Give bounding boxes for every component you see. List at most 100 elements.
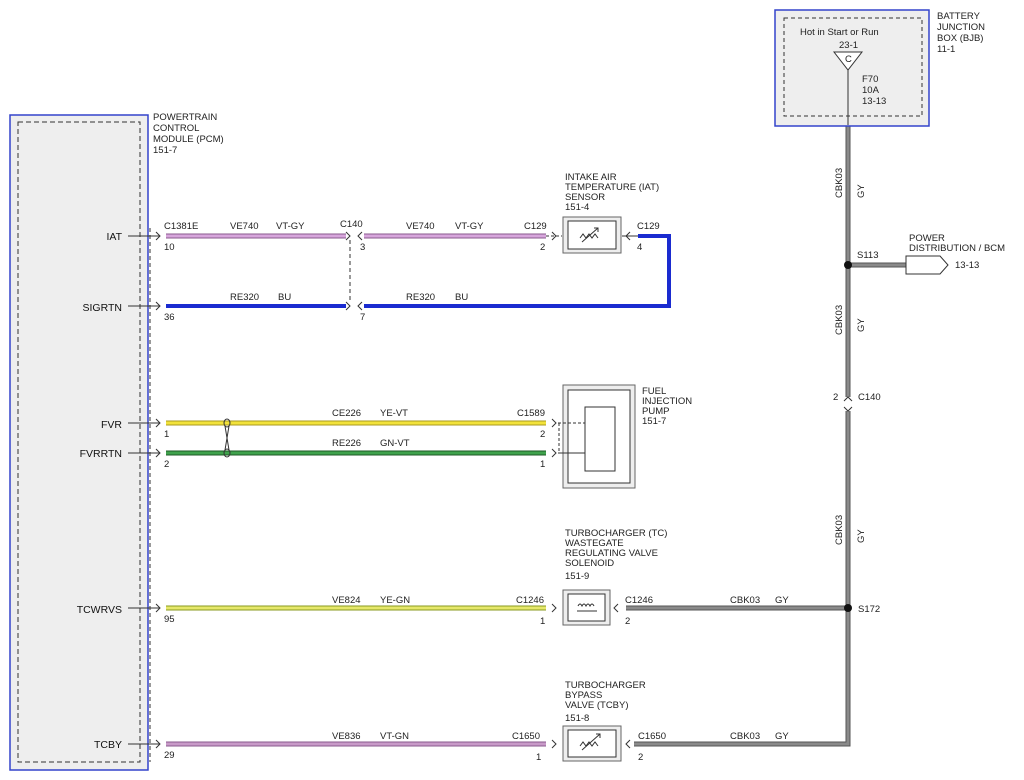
signal-fvrrtn: FVRRTN	[80, 448, 122, 460]
wire-sigrtn	[166, 234, 671, 308]
connector-c129-left-pin: 2	[540, 242, 545, 253]
signal-iat: IAT	[106, 231, 122, 243]
connector-c140-vertical	[843, 396, 853, 412]
connector-c1589-pin2: 2	[540, 429, 545, 440]
wire-tcw-circuit: VE824	[332, 595, 361, 606]
tc-solenoid-label-5: 151-9	[565, 571, 589, 582]
wire-fvrrtn-circuit: RE226	[332, 438, 361, 449]
wire-iat-b-circuit: VE740	[406, 221, 435, 232]
tcby-valve	[551, 725, 631, 762]
splice-s172	[844, 604, 852, 612]
wire-fvr-color: YE-VT	[380, 408, 408, 419]
fuel-pump-label-4: 151-7	[642, 416, 666, 427]
wire-tcby-color: VT-GN	[380, 731, 409, 742]
connector-c140-label: C140	[340, 219, 363, 230]
connector-c140-inline	[345, 231, 363, 311]
tc-solenoid-label-2: WASTEGATE	[565, 538, 624, 549]
connector-c140-pin3: 3	[360, 242, 365, 253]
splice-s113-label: S113	[857, 250, 878, 261]
wire-iat-a-circuit: VE740	[230, 221, 259, 232]
wire-tcw-pwr-circuit: CBK03	[730, 595, 760, 606]
splice-s113	[844, 255, 949, 275]
pcm-pin-tcby: 29	[164, 750, 175, 761]
connector-c140-right-pin: 2	[833, 392, 838, 403]
wire-tcw-pwr-color: GY	[775, 595, 789, 606]
signal-tcwrvs: TCWRVS	[77, 604, 122, 616]
wire-sig-b-circuit: RE320	[406, 292, 435, 303]
connector-c1246-right-label: C1246	[625, 595, 653, 606]
iat-sensor	[546, 216, 638, 254]
bjb-hot-ref: 23-1	[839, 40, 858, 51]
connector-c129-right-pin: 4	[637, 242, 642, 253]
wire-vert1-color: GY	[856, 184, 867, 198]
svg-text:CONTROL: CONTROL	[153, 123, 199, 134]
connector-c1246-right-pin: 2	[625, 616, 630, 627]
svg-text:MODULE (PCM): MODULE (PCM)	[153, 134, 224, 145]
pcm-pin-iat: 10	[164, 242, 175, 253]
power-dist-label-1: POWER	[909, 233, 945, 244]
wire-sig-a-circuit: RE320	[230, 292, 259, 303]
wire-vert1-circuit: CBK03	[834, 168, 845, 198]
wire-fvrrtn-color: GN-VT	[380, 438, 410, 449]
fuel-pump-label-1: FUEL	[642, 386, 666, 397]
tc-solenoid-label-3: REGULATING VALVE	[565, 548, 658, 559]
wire-tcby-pwr-circuit: CBK03	[730, 731, 760, 742]
wire-vert3-color: GY	[856, 529, 867, 543]
wire-sig-a-color: BU	[278, 292, 291, 303]
connector-c1589-label: C1589	[517, 408, 545, 419]
bjb-label-4: 11-1	[937, 44, 955, 55]
tcby-label-2: BYPASS	[565, 690, 602, 701]
wire-fvr-circuit: CE226	[332, 408, 361, 419]
tc-wastegate-solenoid	[551, 589, 619, 626]
tcby-label-4: 151-8	[565, 713, 589, 724]
wire-iat-b-color: VT-GY	[455, 221, 484, 232]
tc-solenoid-label-4: SOLENOID	[565, 558, 614, 569]
splice-s172-label: S172	[858, 604, 880, 615]
signal-sigrtn: SIGRTN	[83, 302, 122, 314]
connector-c140-right-label: C140	[858, 392, 881, 403]
bjb-hot-label: Hot in Start or Run	[800, 27, 879, 38]
svg-text:POWERTRAIN: POWERTRAIN	[153, 112, 217, 123]
connector-c1650-left-pin: 1	[536, 752, 541, 763]
wire-tcby-power	[634, 608, 851, 747]
pcm-pin-fvr: 1	[164, 429, 169, 440]
pcm-pin-tcwrvs: 95	[164, 614, 175, 625]
connector-c1650-right-label: C1650	[638, 731, 666, 742]
wire-tcby-circuit: VE836	[332, 731, 361, 742]
fuel-pump-label-3: PUMP	[642, 406, 669, 417]
connector-c1246-left-label: C1246	[516, 595, 544, 606]
battery-junction-box	[774, 9, 930, 127]
connector-c1589-pin1: 1	[540, 459, 545, 470]
fuse-f70-label: F70	[862, 74, 878, 85]
bjb-label-2: JUNCTION	[937, 22, 985, 33]
twisted-pair-marker	[223, 418, 231, 458]
fuse-ref: 13-13	[862, 96, 886, 107]
wire-tcby-pwr-color: GY	[775, 731, 789, 742]
power-dist-ref: 13-13	[955, 260, 979, 271]
wire-vert2-circuit: CBK03	[834, 305, 845, 335]
connector-c140-pin7: 7	[360, 312, 365, 323]
wire-vert3-circuit: CBK03	[834, 515, 845, 545]
signal-fvr: FVR	[101, 419, 122, 431]
iat-sensor-label-1: INTAKE AIR	[565, 172, 617, 183]
connector-c1381e-label: C1381E	[164, 221, 198, 232]
bjb-fuse-letter: C	[845, 54, 852, 65]
connector-c1650-left-label: C1650	[512, 731, 540, 742]
iat-sensor-label-4: 151-4	[565, 202, 589, 213]
pcm-label: POWERTRAIN CONTROL MODULE (PCM) 151-7	[153, 112, 224, 156]
connector-c1246-left-pin: 1	[540, 616, 545, 627]
pcm-pin-sigrtn: 36	[164, 312, 175, 323]
iat-sensor-label-2: TEMPERATURE (IAT)	[565, 182, 659, 193]
wire-sig-b-color: BU	[455, 292, 468, 303]
wire-tcw-color: YE-GN	[380, 595, 410, 606]
power-dist-label-2: DISTRIBUTION / BCM	[909, 243, 1005, 254]
tcby-label-3: VALVE (TCBY)	[565, 700, 629, 711]
fuel-pump-label-2: INJECTION	[642, 396, 692, 407]
iat-sensor-label-3: SENSOR	[565, 192, 605, 203]
svg-text:151-7: 151-7	[153, 145, 177, 156]
tcby-label-1: TURBOCHARGER	[565, 680, 646, 691]
connector-c1650-right-pin: 2	[638, 752, 643, 763]
bjb-label-3: BOX (BJB)	[937, 33, 983, 44]
pcm-pin-fvrrtn: 2	[164, 459, 169, 470]
